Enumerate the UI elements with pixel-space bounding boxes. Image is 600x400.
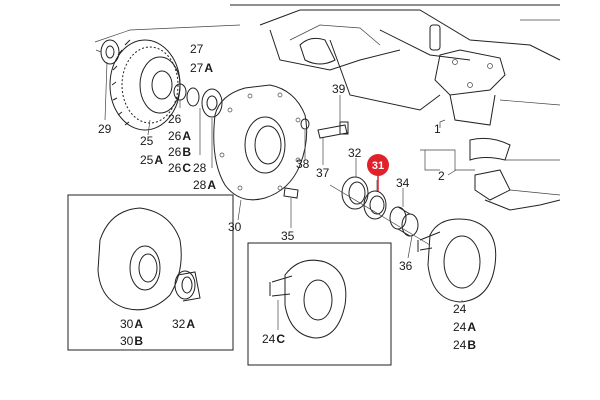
- spacer-34: [389, 206, 419, 237]
- inset-box-left: [67, 194, 234, 351]
- label-30a: 30A: [120, 317, 143, 331]
- label-2: 2: [438, 169, 445, 183]
- label-25: 25: [140, 134, 154, 148]
- label-36: 36: [399, 259, 413, 273]
- label-32a: 32A: [172, 317, 195, 331]
- label-30: 30: [228, 220, 242, 234]
- highlight-circle: [367, 154, 389, 176]
- leader-lines: [104, 61, 463, 330]
- label-26b: 26B: [168, 145, 191, 159]
- label-1: 1: [434, 122, 441, 136]
- label-24: 24: [453, 302, 467, 316]
- label-31: 31: [372, 160, 384, 172]
- inset-box-center: [247, 242, 392, 366]
- label-34: 34: [396, 176, 410, 190]
- label-26c: 26C: [168, 161, 191, 175]
- seal-32: [341, 176, 369, 210]
- label-25a: 25A: [140, 153, 163, 167]
- label-32: 32: [348, 146, 362, 160]
- cover-plate: [213, 84, 308, 201]
- label-35: 35: [281, 229, 295, 243]
- label-37: 37: [316, 166, 330, 180]
- highlight-badge-31[interactable]: 31: [367, 154, 389, 191]
- gearbox-housing: [230, 4, 561, 211]
- label-38: 38: [296, 157, 310, 171]
- label-39: 39: [332, 82, 346, 96]
- label-28: 28: [193, 161, 207, 175]
- label-24c: 24C: [262, 332, 285, 346]
- label-27a: 27A: [190, 61, 213, 75]
- output-flange: [417, 218, 497, 303]
- label-26: 26: [168, 112, 182, 126]
- bolt-and-washer: [283, 118, 349, 199]
- label-24a: 24A: [453, 320, 476, 334]
- ring-gear: [109, 39, 181, 131]
- label-26a: 26A: [168, 129, 191, 143]
- bearing-29: [94, 24, 241, 65]
- part-labels: 27 27A 29 25 25A 26 26A 26B 26C 28 28A 3…: [98, 42, 476, 352]
- label-24b: 24B: [453, 338, 476, 352]
- label-28a: 28A: [193, 178, 216, 192]
- guide-lines: [329, 149, 475, 246]
- label-30b: 30B: [120, 334, 143, 348]
- label-27: 27: [190, 42, 204, 56]
- label-29: 29: [98, 122, 112, 136]
- seal-31: [363, 190, 387, 220]
